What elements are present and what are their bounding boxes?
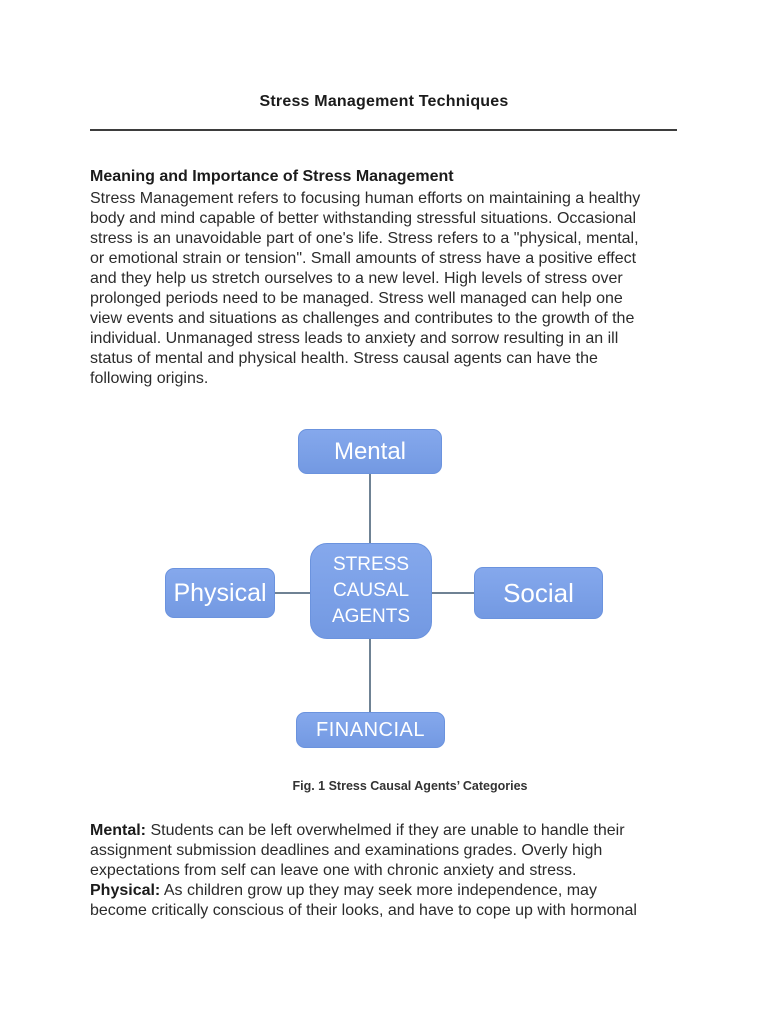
diagram-box-social: Social [474, 567, 603, 619]
title-divider [90, 129, 677, 131]
connector-bottom [369, 639, 371, 712]
physical-category-text: As children grow up they may seek more i… [90, 882, 637, 919]
connector-top [369, 474, 371, 543]
document-title: Stress Management Techniques [259, 93, 509, 110]
mental-category-label: Mental: [90, 822, 146, 839]
mental-category-text: Students can be left overwhelmed if they… [90, 822, 625, 879]
connector-left [275, 592, 310, 594]
connector-right [432, 592, 474, 594]
intro-paragraph: Stress Management refers to focusing hum… [90, 190, 641, 387]
category-descriptions: Mental: Students can be left overwhelmed… [90, 821, 637, 921]
diagram-box-center: STRESS CAUSAL AGENTS [310, 543, 432, 639]
diagram-box-financial: FINANCIAL [296, 712, 445, 748]
section-heading: Meaning and Importance of Stress Managem… [90, 168, 454, 185]
figure-caption: Fig. 1 Stress Causal Agents’ Categories [292, 779, 528, 793]
diagram-box-physical: Physical [165, 568, 275, 618]
physical-category-label: Physical: [90, 882, 161, 899]
diagram-box-mental: Mental [298, 429, 442, 474]
